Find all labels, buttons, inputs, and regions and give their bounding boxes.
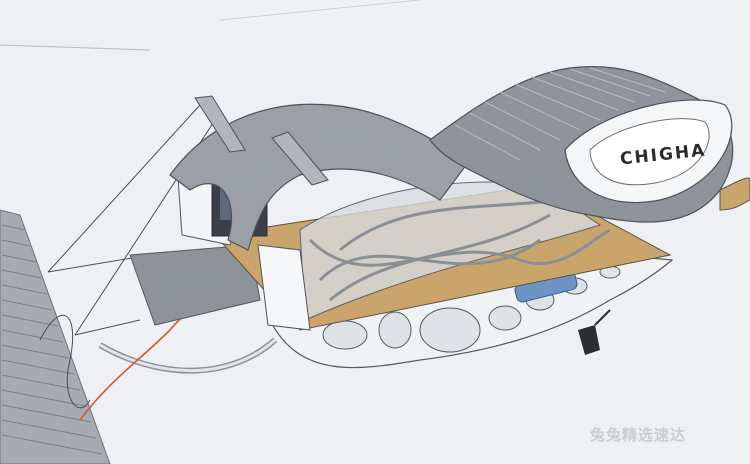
interior-ribs [308,198,611,302]
roof-ribs [454,67,666,161]
roof-beam [194,95,246,153]
support-column [257,244,311,331]
guide-line [0,44,151,51]
gangway-ramp [129,244,261,326]
deck-edge [719,177,750,211]
watermark: 兔兔精选速达 [590,426,687,444]
anchor-figure [578,309,611,355]
roof-beam [271,131,329,186]
guide-line [219,0,421,21]
front-roof [169,103,471,251]
dock [0,209,111,464]
logo-panel-inner [589,118,710,186]
hose [98,337,277,374]
